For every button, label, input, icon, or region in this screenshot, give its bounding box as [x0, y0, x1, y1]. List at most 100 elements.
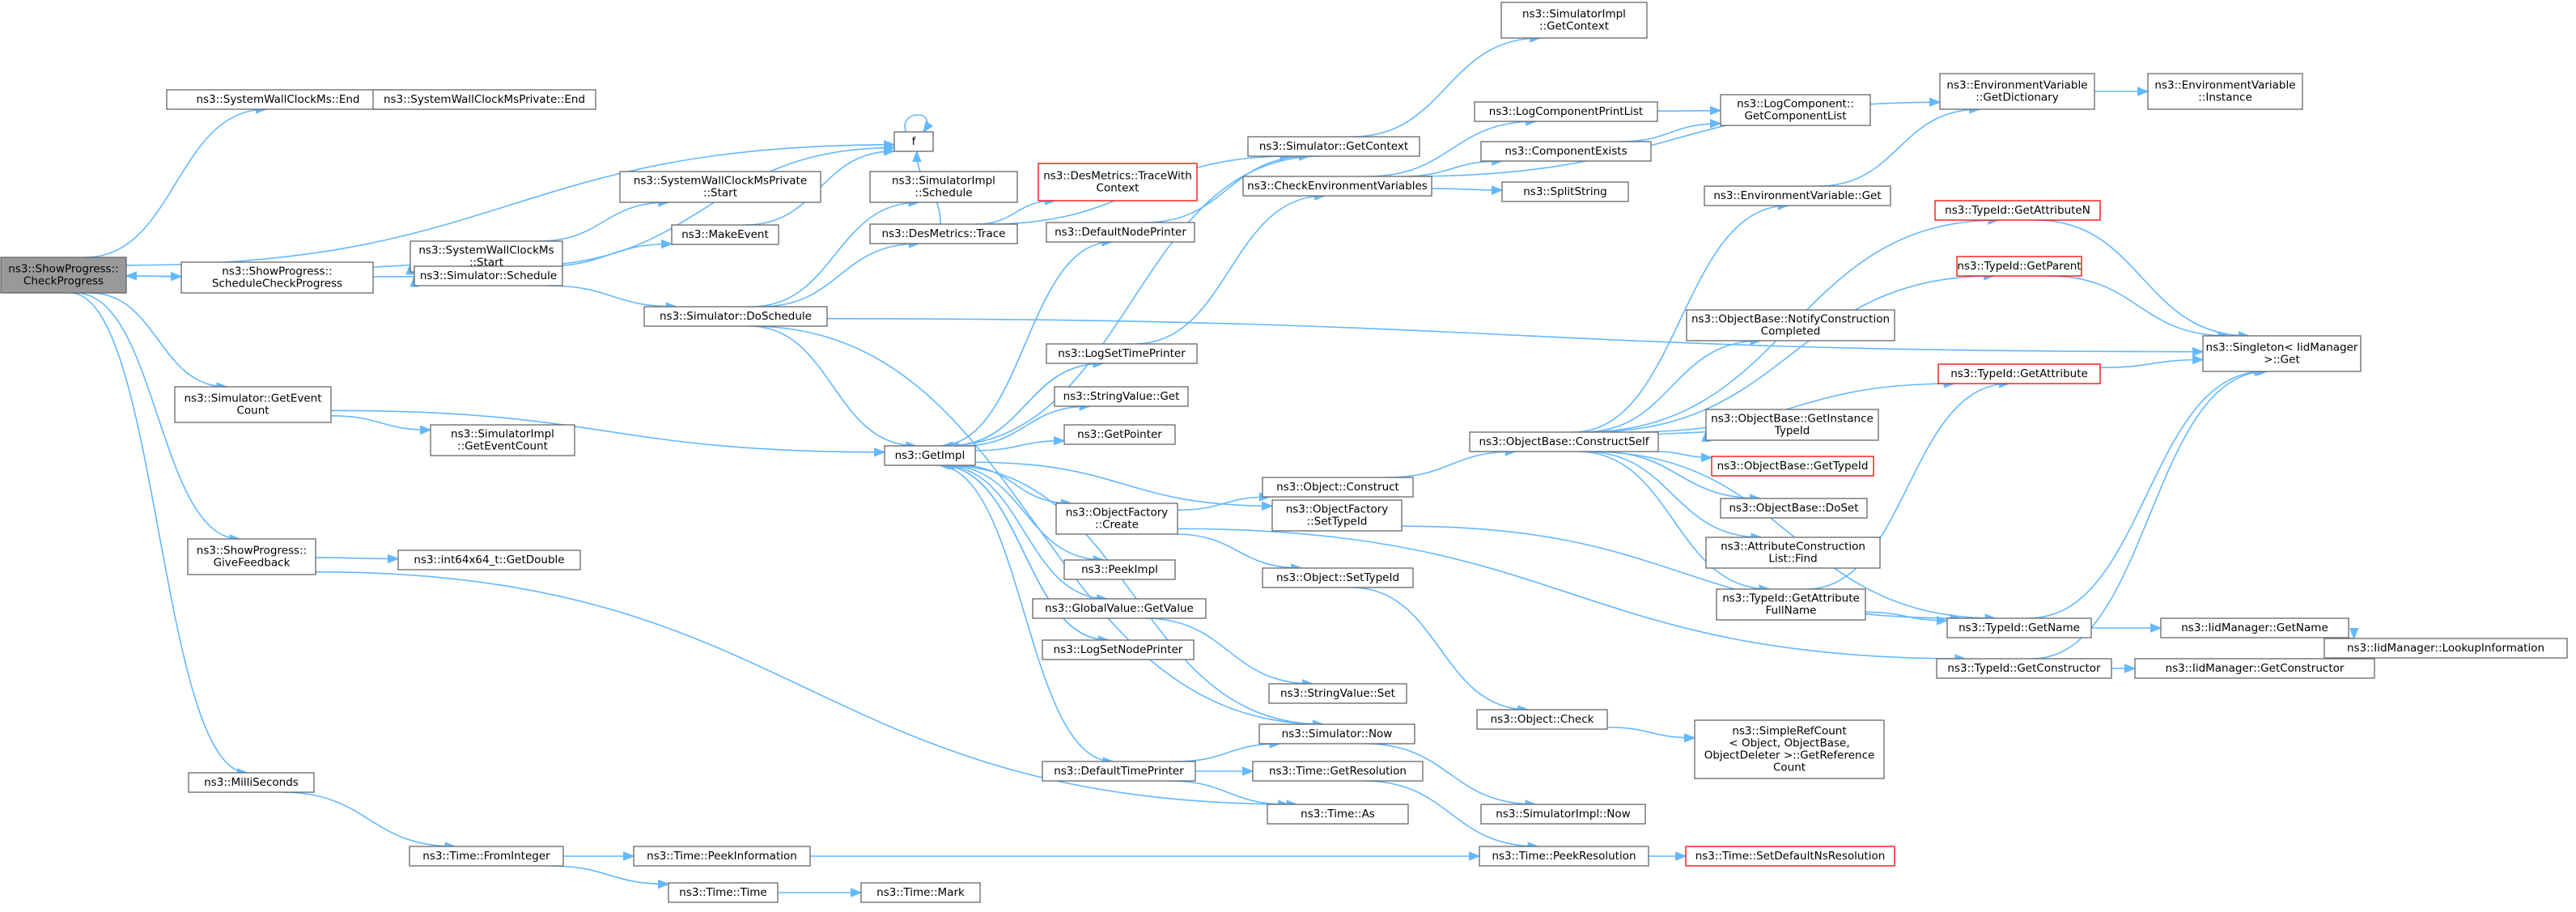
node-time-time[interactable]: ns3::Time::Time	[668, 882, 779, 903]
node-objbase-notify[interactable]: ns3::ObjectBase::NotifyConstructionCompl…	[1686, 309, 1895, 341]
node-box	[1705, 537, 1881, 569]
node-f[interactable]: f	[893, 131, 934, 152]
node-time-peekinfo[interactable]: ns3::Time::PeekInformation	[633, 846, 811, 867]
node-time-setdefaultns[interactable]: ns3::Time::SetDefaultNsResolution	[1685, 846, 1895, 867]
node-time-as[interactable]: ns3::Time::As	[1267, 804, 1409, 825]
node-getpointer[interactable]: ns3::GetPointer	[1063, 424, 1176, 445]
node-swcp-end[interactable]: ns3::SystemWallClockMsPrivate::End	[372, 89, 596, 110]
node-singleton-get[interactable]: ns3::Singleton< IidManager>::Get	[2202, 335, 2362, 372]
node-envvar-getdict[interactable]: ns3::EnvironmentVariable::GetDictionary	[1939, 73, 2095, 110]
node-time-mark[interactable]: ns3::Time::Mark	[860, 882, 981, 903]
node-label: ns3::SystemWallClockMsPrivate::End	[384, 93, 585, 106]
node-globalvalue-getvalue[interactable]: ns3::GlobalValue::GetValue	[1032, 598, 1207, 619]
node-splitstring[interactable]: ns3::SplitString	[1501, 181, 1629, 202]
edge-sim_getcontext-to-simimpl_getcontext	[1352, 33, 1542, 138]
edge-typeid_getattributen-to-singleton_get	[2035, 219, 2251, 341]
node-object-check[interactable]: ns3::Object::Check	[1476, 709, 1608, 730]
node-stringvalue-get[interactable]: ns3::StringValue::Get	[1054, 386, 1189, 407]
node-object-settypeid[interactable]: ns3::Object::SetTypeId	[1262, 567, 1414, 588]
node-sim-schedule[interactable]: ns3::Simulator::Schedule	[414, 265, 563, 286]
node-simplerefcount[interactable]: ns3::SimpleRefCount< Object, ObjectBase,…	[1694, 719, 1885, 779]
node-sp-givefeedback[interactable]: ns3::ShowProgress::GiveFeedback	[187, 538, 316, 575]
node-desmetrics-trace[interactable]: ns3::DesMetrics::Trace	[869, 223, 1018, 244]
node-typeid-getname[interactable]: ns3::TypeId::GetName	[1946, 617, 2092, 638]
node-getimpl[interactable]: ns3::GetImpl	[884, 445, 976, 466]
node-milliseconds[interactable]: ns3::MilliSeconds	[188, 772, 315, 793]
node-checkenvvars[interactable]: ns3::CheckEnvironmentVariables	[1242, 176, 1432, 197]
node-objfactory-settypeid[interactable]: ns3::ObjectFactory::SetTypeId	[1271, 499, 1403, 532]
node-box	[1946, 617, 2092, 638]
node-sp-schedcheck[interactable]: ns3::ShowProgress::ScheduleCheckProgress	[180, 261, 374, 294]
node-envvar-get[interactable]: ns3::EnvironmentVariable::Get	[1704, 185, 1891, 206]
node-stringvalue-set[interactable]: ns3::StringValue::Set	[1268, 683, 1407, 704]
node-time-peekres[interactable]: ns3::Time::PeekResolution	[1479, 846, 1649, 867]
edge-desmetrics_trace-to-desmetrics_tracewith	[976, 196, 1057, 225]
node-label: ns3::EnvironmentVariable::Get	[1713, 189, 1881, 202]
node-simimpl-geteventcount[interactable]: ns3::SimulatorImpl::GetEventCount	[430, 424, 575, 456]
node-objfactory-create[interactable]: ns3::ObjectFactory::Create	[1055, 503, 1178, 535]
node-simimpl-now[interactable]: ns3::SimulatorImpl::Now	[1480, 804, 1646, 825]
edge-objbase_constructself-to-typeid_getname	[1587, 451, 1997, 623]
node-sim-doschedule[interactable]: ns3::Simulator::DoSchedule	[643, 306, 828, 327]
node-label: ns3::SystemWallClockMs::End	[197, 93, 360, 106]
node-simimpl-getcontext[interactable]: ns3::SimulatorImpl::GetContext	[1500, 2, 1648, 39]
node-label: ns3::Object::SetTypeId	[1276, 571, 1399, 584]
node-logsetnodeprinter[interactable]: ns3::LogSetNodePrinter	[1042, 639, 1195, 660]
node-label: ::Instance	[2198, 91, 2252, 104]
node-int64-getdouble[interactable]: ns3::int64x64_t::GetDouble	[397, 549, 581, 571]
node-logcompprintlist[interactable]: ns3::LogComponentPrintList	[1474, 101, 1658, 122]
node-box	[2202, 335, 2362, 372]
node-label: Context	[1097, 182, 1139, 195]
node-label: TypeId	[1774, 425, 1810, 438]
node-typeid-getattributen[interactable]: ns3::TypeId::GetAttributeN	[1934, 200, 2101, 221]
node-typeid-getconstructor[interactable]: ns3::TypeId::GetConstructor	[1936, 658, 2112, 679]
node-box	[1046, 222, 1195, 243]
node-envvar-instance[interactable]: ns3::EnvironmentVariable::Instance	[2147, 73, 2303, 110]
edge-sim_schedule-to-sim_doschedule	[547, 285, 678, 312]
node-box	[1934, 200, 2101, 221]
edge-object_construct-to-objbase_constructself	[1386, 447, 1517, 478]
node-typeid-getattribute[interactable]: ns3::TypeId::GetAttribute	[1937, 363, 2101, 384]
node-logcomp-getlist[interactable]: ns3::LogComponent::GetComponentList	[1720, 94, 1871, 126]
node-label: ns3::Singleton< IidManager	[2206, 341, 2358, 354]
node-sim-getcontext[interactable]: ns3::Simulator::GetContext	[1247, 136, 1420, 157]
edge-objbase_constructself-to-envvar_get	[1572, 201, 1790, 433]
node-box	[1480, 804, 1646, 825]
node-swc-end[interactable]: ns3::SystemWallClockMs::End	[166, 89, 390, 110]
node-box	[1262, 567, 1414, 588]
node-objbase-doset[interactable]: ns3::ObjectBase::DoSet	[1720, 498, 1868, 519]
node-sim-geteventcount[interactable]: ns3::Simulator::GetEventCount	[174, 386, 332, 423]
edge-getimpl-to-defaultnodeprinter	[938, 237, 1114, 447]
node-label: ::GetContext	[1539, 20, 1609, 33]
node-iidmanager-getconstructor[interactable]: ns3::IidManager::GetConstructor	[2134, 658, 2375, 679]
node-box	[1271, 499, 1403, 532]
node-swcp-start[interactable]: ns3::SystemWallClockMsPrivate::Start	[619, 171, 821, 203]
edge-milliseconds-to-time_frominteger	[282, 791, 457, 851]
node-simimpl-schedule[interactable]: ns3::SimulatorImpl::Schedule	[869, 171, 1018, 203]
node-time-frominteger[interactable]: ns3::Time::FromInteger	[409, 846, 564, 867]
node-componentexists[interactable]: ns3::ComponentExists	[1480, 141, 1652, 162]
node-label: ns3::TypeId::GetAttribute	[1722, 592, 1860, 605]
node-objbase-gettypeid[interactable]: ns3::ObjectBase::GetTypeId	[1711, 456, 1874, 477]
node-defaulttimeprinter[interactable]: ns3::DefaultTimePrinter	[1042, 761, 1196, 782]
node-object-construct[interactable]: ns3::Object::Construct	[1262, 477, 1414, 498]
node-iidmanager-getname[interactable]: ns3::IidManager::GetName	[2160, 617, 2349, 638]
node-peekimpl[interactable]: ns3::PeekImpl	[1063, 559, 1176, 580]
node-label: ::SetTypeId	[1307, 515, 1368, 528]
node-label: ns3::IidManager::LookupInformation	[2347, 642, 2544, 655]
node-box	[1055, 503, 1178, 535]
node-typeid-getparent[interactable]: ns3::TypeId::GetParent	[1956, 256, 2082, 277]
node-root[interactable]: ns3::ShowProgress::CheckProgress	[0, 257, 127, 294]
node-sim-now[interactable]: ns3::Simulator::Now	[1258, 723, 1415, 744]
node-defaultnodeprinter[interactable]: ns3::DefaultNodePrinter	[1046, 222, 1195, 243]
node-time-getresolution[interactable]: ns3::Time::GetResolution	[1252, 761, 1424, 782]
node-makeevent[interactable]: ns3::MakeEvent	[671, 224, 779, 245]
node-logsettimeprinter[interactable]: ns3::LogSetTimePrinter	[1046, 343, 1198, 364]
node-objbase-constructself[interactable]: ns3::ObjectBase::ConstructSelf	[1469, 431, 1659, 452]
node-iidmanager-lookup[interactable]: ns3::IidManager::LookupInformation	[2323, 638, 2568, 659]
edge-sim_geteventcount-to-simimpl_geteventcount	[330, 414, 432, 435]
